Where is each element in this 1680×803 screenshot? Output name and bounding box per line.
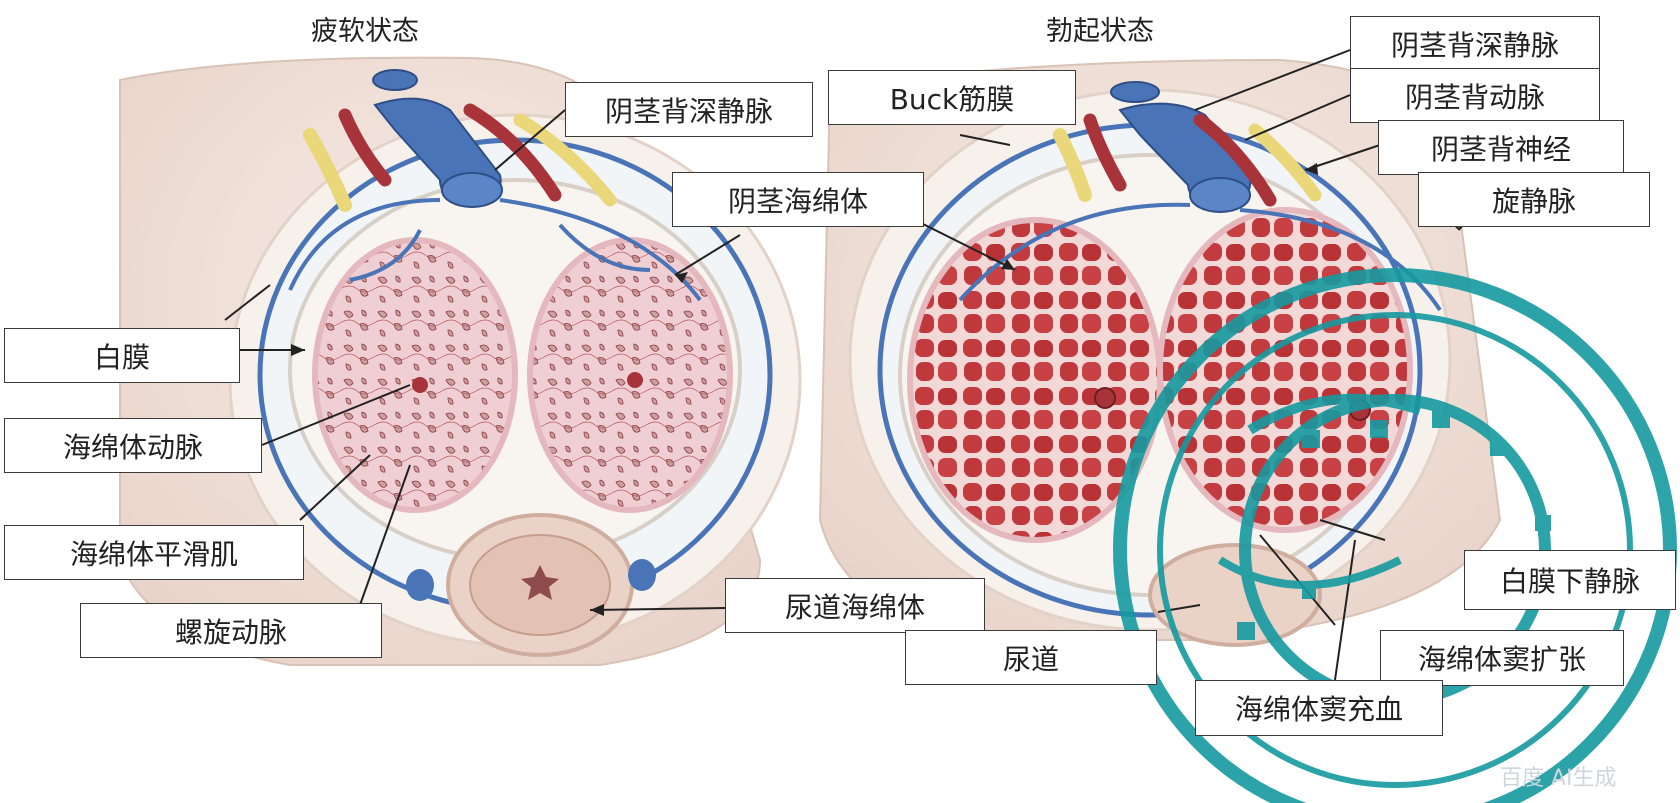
label-cavernous-artery: 海绵体动脉 <box>4 418 262 473</box>
flaccid-circumflex-veins <box>288 198 702 302</box>
flaccid-central-artery-right <box>627 372 643 388</box>
flaccid-cross-section <box>119 56 802 666</box>
flaccid-central-artery-left <box>412 377 428 393</box>
label-corpus-cavernosum: 阴茎海绵体 <box>672 172 924 227</box>
flaccid-deep-dorsal-vein-end <box>441 172 503 208</box>
flaccid-urethra-lumen <box>521 565 559 600</box>
label-dorsal-artery: 阴茎背动脉 <box>1350 68 1600 123</box>
flaccid-dorsal-artery-left <box>338 108 392 187</box>
flaccid-dorsal-nerve-left <box>303 128 352 212</box>
label-urethra: 尿道 <box>905 630 1157 685</box>
label-helicine-artery: 螺旋动脉 <box>80 603 382 658</box>
watermark-text: 百度 AI生成 <box>1500 766 1617 791</box>
label-deep-dorsal-vein-erect: 阴茎背深静脉 <box>1350 16 1600 71</box>
erect-corpus-right <box>1157 207 1413 533</box>
erect-deep-dorsal-vein-end <box>1189 177 1251 213</box>
erect-central-artery-right <box>1349 399 1371 421</box>
flaccid-vein-bottom-right <box>628 559 656 591</box>
erect-superficial-vein <box>1110 81 1160 103</box>
label-buck-fascia: Buck筋膜 <box>828 70 1076 125</box>
label-deep-dorsal-vein-flaccid: 阴茎背深静脉 <box>565 82 813 137</box>
erect-dorsal-nerve-left <box>1053 128 1092 202</box>
erect-dorsal-nerve-right <box>1248 123 1322 202</box>
label-sinus-engorgement: 海绵体窦充血 <box>1195 680 1443 736</box>
title-erect: 勃起状态 <box>1046 16 1154 47</box>
erect-central-artery-left <box>1094 387 1116 409</box>
flaccid-dorsal-nerve-right <box>513 113 617 207</box>
erect-dorsal-artery-left <box>1083 113 1127 192</box>
flaccid-superficial-vein <box>372 69 418 91</box>
erect-urethral-body <box>1148 543 1322 647</box>
label-sinus-dilation: 海绵体窦扩张 <box>1380 630 1624 686</box>
flaccid-dorsal-artery-right <box>463 103 562 202</box>
label-cavernous-smooth-muscle: 海绵体平滑肌 <box>4 525 304 580</box>
flaccid-corpus-left <box>312 237 518 513</box>
label-dorsal-nerve: 阴茎背神经 <box>1378 120 1624 175</box>
flaccid-vein-bottom-left <box>406 569 434 601</box>
label-subtunical-vein: 白膜下静脉 <box>1464 550 1676 610</box>
title-flaccid: 疲软状态 <box>311 16 419 47</box>
label-baimo: 白膜 <box>4 328 240 383</box>
erect-corpus-left <box>907 217 1163 543</box>
erect-dorsal-artery-right <box>1193 113 1277 207</box>
label-circumflex-vein: 旋静脉 <box>1418 172 1650 227</box>
label-corpus-spongiosum: 尿道海绵体 <box>725 578 985 633</box>
